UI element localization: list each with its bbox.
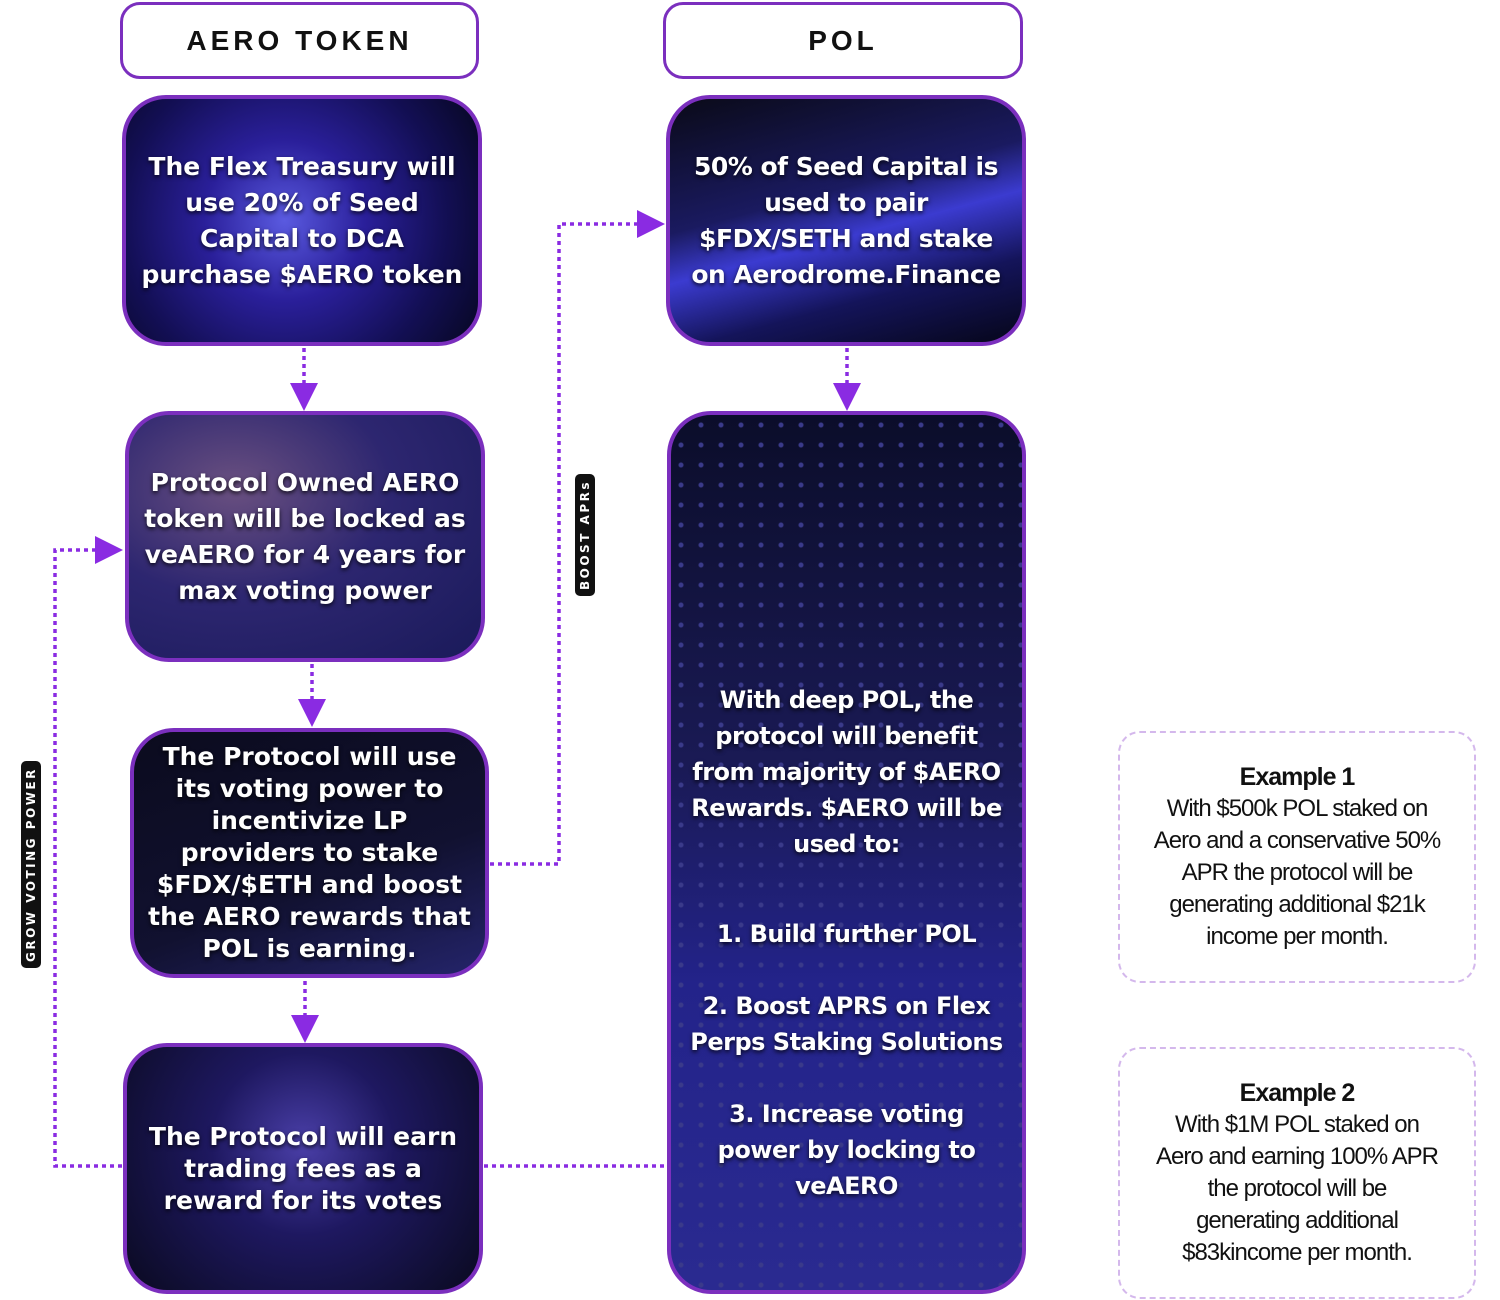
dca-card: The Flex Treasury will use 20% of Seed C… [122,95,482,346]
boost-connector [490,210,665,866]
example-1-text: With $500k POL staked on Aero and a cons… [1153,795,1442,950]
pol-reward-item: 3. Increase voting power by locking to v… [717,1099,976,1200]
trading-fees-card: The Protocol will earn trading fees as a… [123,1043,483,1294]
pol-reward-item: 1. Build further POL [716,919,977,948]
pol-reward-item: 2. Boost APRS on Flex Perps Staking Solu… [690,991,1003,1056]
grow-connector [53,536,123,1168]
example-1-title: Example 1 [1239,763,1356,791]
aero-token-header: AERO TOKEN [120,2,479,79]
veaero-lock-card: Protocol Owned AERO token will be locked… [125,411,485,662]
seed-capital-pair-card: 50% of Seed Capital is used to pair $FDX… [666,95,1026,346]
voting-incentive-card: The Protocol will use its voting power t… [130,728,489,978]
example-2-title: Example 2 [1239,1079,1356,1107]
boost-aprs-label: BOOST APRs [575,473,595,596]
pol-header: POL [663,2,1023,79]
grow-voting-power-label: GROW VOTING POWER [21,761,41,968]
pol-rewards-card: With deep POL, the protocol will benefit… [667,411,1026,1294]
example-2-box: Example 2 With $1M POL staked on Aero an… [1118,1047,1476,1299]
example-2-text: With $1M POL staked on Aero and earning … [1156,1111,1439,1266]
example-1-box: Example 1 With $500k POL staked on Aero … [1118,731,1476,983]
pol-rewards-intro: With deep POL, the protocol will benefit… [691,685,1002,858]
